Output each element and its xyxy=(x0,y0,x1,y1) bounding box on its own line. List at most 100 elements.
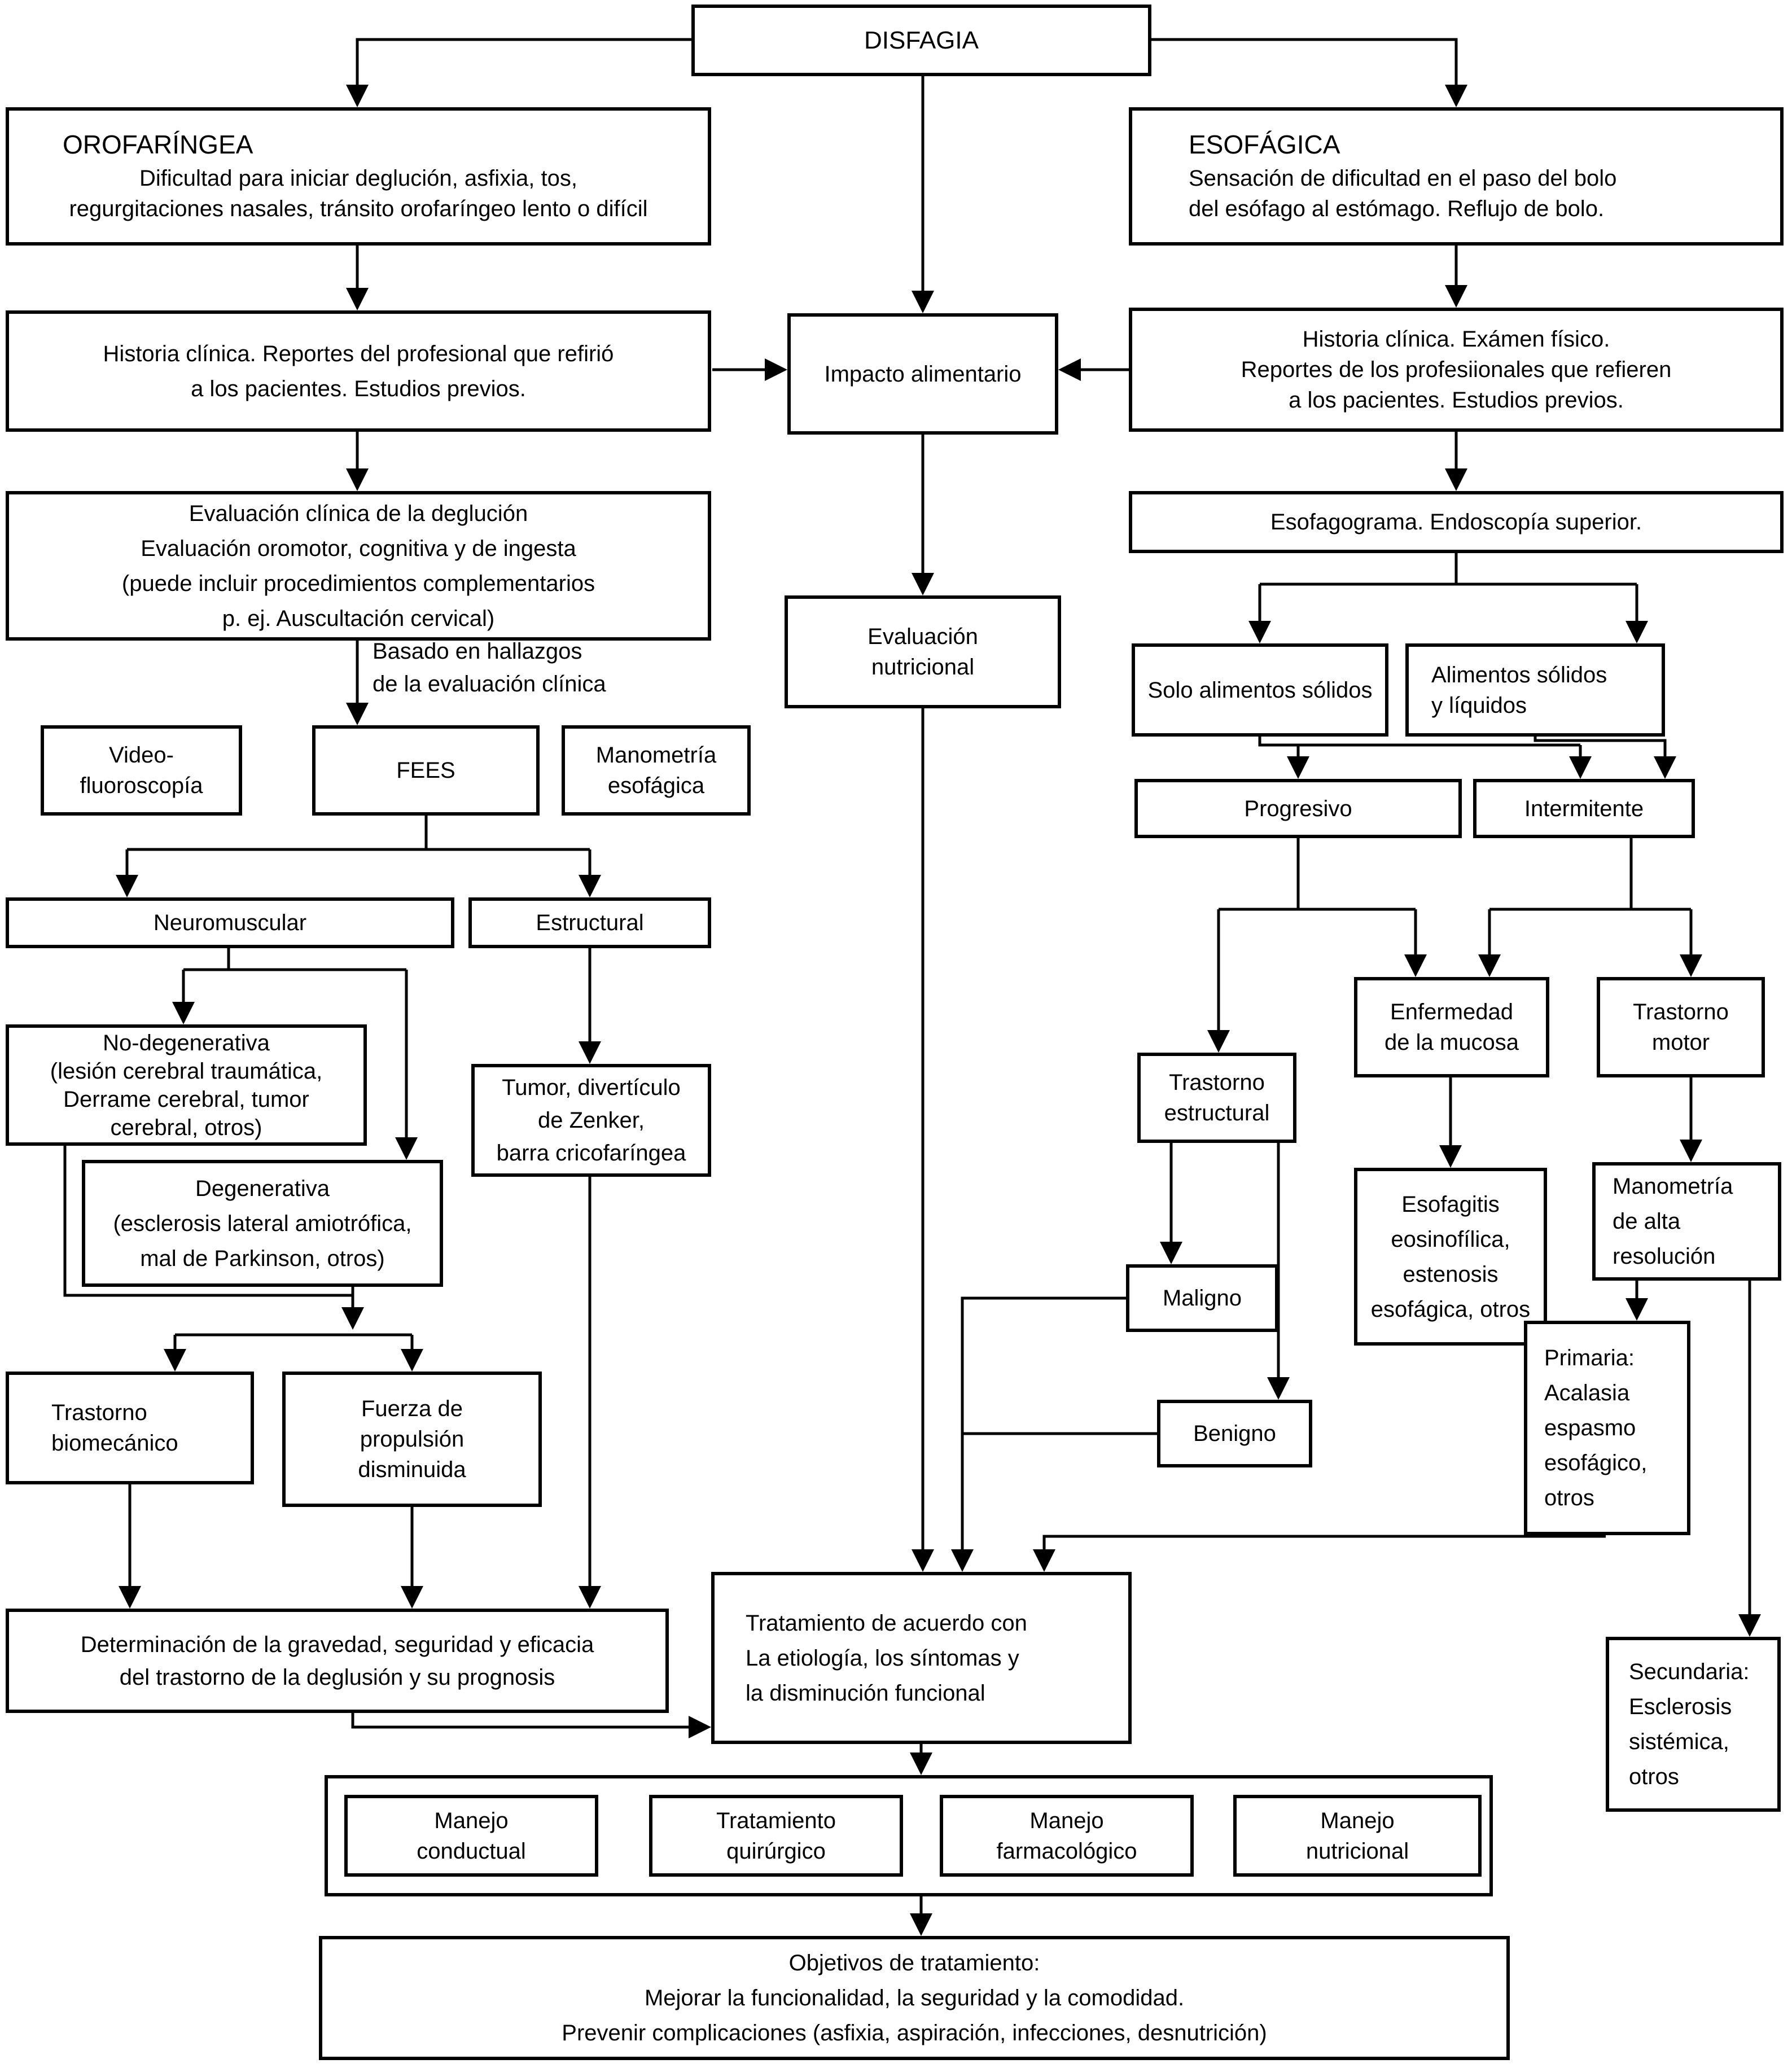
text-line: cerebral, otros) xyxy=(110,1115,262,1140)
node-trastorno-estructural: Trastorno estructural xyxy=(1137,1053,1296,1143)
node-tratamiento-etiologia: Tratamiento de acuerdo con La etiología,… xyxy=(711,1572,1132,1744)
node-historia-izquierda: Historia clínica. Reportes del profesion… xyxy=(6,310,711,432)
text-line: Historia clínica. Reportes del profesion… xyxy=(103,341,614,366)
text-line: Tumor, divertículo xyxy=(502,1075,681,1100)
node-manejo-nutricional: Manejo nutricional xyxy=(1233,1795,1482,1877)
text-line: Evaluación xyxy=(867,624,978,649)
text-line: biomecánico xyxy=(51,1431,178,1456)
text-line: Acalasia xyxy=(1544,1381,1630,1405)
node-manometria-alta-resolucion: Manometría de alta resolución xyxy=(1592,1162,1781,1281)
text-line: nutricional xyxy=(1305,1838,1409,1864)
text-line: (lesión cerebral traumática, xyxy=(50,1058,323,1084)
node-tumor-zenker: Tumor, divertículo de Zenker, barra cric… xyxy=(471,1064,711,1177)
text-line: nutricional xyxy=(871,655,975,680)
text-line: la disminución funcional xyxy=(746,1680,985,1706)
text-line: Alimentos sólidos xyxy=(1431,662,1607,687)
text-line: Trastorno xyxy=(1169,1070,1265,1095)
node-trastorno-biomecanico: Trastorno biomecánico xyxy=(6,1372,254,1484)
text-line: Manejo xyxy=(1029,1808,1104,1833)
text-line: Manometría xyxy=(595,743,717,768)
text-line: (puede incluir procedimientos complement… xyxy=(121,571,595,596)
node-evaluacion-nutricional: Evaluación nutricional xyxy=(785,595,1061,708)
node-impacto-alimentario: Impacto alimentario xyxy=(787,313,1058,435)
text-line: a los pacientes. Estudios previos. xyxy=(1289,388,1624,413)
text-line: Manejo xyxy=(1320,1808,1395,1833)
text-line: Fuerza de xyxy=(361,1396,463,1421)
node-solo-alimentos-solidos: Solo alimentos sólidos xyxy=(1132,643,1388,737)
text-line: Video- xyxy=(109,743,174,768)
node-evaluacion-clinica: Evaluación clínica de la deglución Evalu… xyxy=(6,491,711,641)
text-line: Secundaria: xyxy=(1629,1659,1750,1684)
node-tratamiento-quirurgico: Tratamiento quirúrgico xyxy=(649,1795,903,1877)
text-line: Primaria: xyxy=(1544,1346,1635,1370)
node-enfermedad-mucosa: Enfermedad de la mucosa xyxy=(1354,977,1549,1077)
text-line: La etiología, los síntomas y xyxy=(746,1645,1019,1671)
text-line: No-degenerativa xyxy=(103,1030,270,1055)
text-line: regurgitaciones nasales, tránsito orofar… xyxy=(69,196,648,221)
node-determinacion-gravedad: Determinación de la gravedad, seguridad … xyxy=(6,1609,669,1713)
text-line: fluoroscopía xyxy=(80,773,203,798)
text-line: Evaluación clínica de la deglución xyxy=(189,501,528,526)
node-estructural: Estructural xyxy=(468,897,711,948)
text-line: Trastorno xyxy=(51,1400,147,1425)
node-benigno: Benigno xyxy=(1157,1400,1312,1467)
text-line: Evaluación oromotor, cognitiva y de inge… xyxy=(141,536,576,561)
text-line: a los pacientes. Estudios previos. xyxy=(191,376,526,401)
text-line: otros xyxy=(1544,1486,1594,1510)
text-line: Sensación de dificultad en el paso del b… xyxy=(1189,165,1617,191)
node-trastorno-motor: Trastorno motor xyxy=(1597,977,1765,1077)
node-esofagitis: Esofagitis eosinofílica, estenosis esofá… xyxy=(1354,1168,1547,1346)
text-line: Basado en hallazgos xyxy=(373,639,582,664)
text-line: Tratamiento xyxy=(716,1808,836,1833)
text-line: Determinación de la gravedad, seguridad … xyxy=(80,1632,594,1657)
text-line: farmacológico xyxy=(996,1838,1137,1864)
text-line: del esófago al estómago. Reflujo de bolo… xyxy=(1189,196,1605,221)
text-line: Trastorno xyxy=(1633,1000,1729,1024)
text-line: de la evaluación clínica xyxy=(373,672,606,696)
text-line: resolución xyxy=(1613,1244,1716,1269)
text-line: Esclerosis xyxy=(1629,1694,1732,1719)
text-line: Mejorar la funcionalidad, la seguridad y… xyxy=(644,1986,1185,2010)
node-fees: FEES xyxy=(312,725,540,816)
text-line: quirúrgico xyxy=(726,1838,826,1864)
text-line: Dificultad para iniciar deglución, asfix… xyxy=(139,165,577,191)
text-line: motor xyxy=(1651,1030,1710,1055)
node-esofagica-title: ESOFÁGICA xyxy=(1189,129,1340,159)
node-disfagia: DISFAGIA xyxy=(691,5,1151,76)
text-line: esofágica, otros xyxy=(1370,1296,1531,1322)
text-line: Derrame cerebral, tumor xyxy=(63,1086,309,1112)
node-degenerativa: Degenerativa (esclerosis lateral amiotró… xyxy=(82,1160,443,1287)
text-line: del trastorno de la deglusión y su progn… xyxy=(119,1664,555,1690)
text-line: de Zenker, xyxy=(537,1108,645,1133)
node-no-degenerativa: No-degenerativa (lesión cerebral traumát… xyxy=(6,1024,367,1146)
node-manejo-farmacologico: Manejo farmacológico xyxy=(940,1795,1194,1877)
node-historia-derecha: Historia clínica. Exámen físico. Reporte… xyxy=(1129,308,1784,432)
node-manometria-esofagica: Manometría esofágica xyxy=(562,725,751,816)
node-intermitente: Intermitente xyxy=(1473,779,1695,838)
text-line: y líquidos xyxy=(1431,693,1527,718)
node-manejo-conductual: Manejo conductual xyxy=(344,1795,598,1877)
text-line: espasmo xyxy=(1544,1416,1636,1440)
text-line: Tratamiento de acuerdo con xyxy=(746,1610,1027,1636)
text-line: estructural xyxy=(1164,1101,1270,1125)
text-line: eosinofílica, xyxy=(1391,1226,1510,1252)
text-line: Manejo xyxy=(434,1808,509,1833)
node-secundaria: Secundaria: Esclerosis sistémica, otros xyxy=(1606,1637,1781,1812)
text-line: Enfermedad xyxy=(1390,1000,1513,1024)
label-basado-en-hallazgos: Basado en hallazgos de la evaluación clí… xyxy=(373,635,734,700)
text-line: barra cricofaríngea xyxy=(496,1141,686,1166)
text-line: Manometría xyxy=(1613,1174,1733,1199)
node-primaria: Primaria: Acalasia espasmo esofágico, ot… xyxy=(1524,1321,1690,1535)
node-videofluoroscopia: Video- fluoroscopía xyxy=(41,725,242,816)
node-progresivo: Progresivo xyxy=(1134,779,1462,838)
text-line: p. ej. Auscultación cervical) xyxy=(222,606,495,631)
text-line: Degenerativa xyxy=(195,1176,330,1201)
node-alimentos-solidos-liquidos: Alimentos sólidos y líquidos xyxy=(1405,643,1665,737)
text-line: otros xyxy=(1629,1764,1679,1789)
text-line: Historia clínica. Exámen físico. xyxy=(1302,327,1610,352)
node-fuerza-propulsion: Fuerza de propulsión disminuida xyxy=(282,1372,542,1507)
text-line: estenosis xyxy=(1403,1261,1499,1287)
text-line: (esclerosis lateral amiotrófica, xyxy=(113,1211,412,1236)
